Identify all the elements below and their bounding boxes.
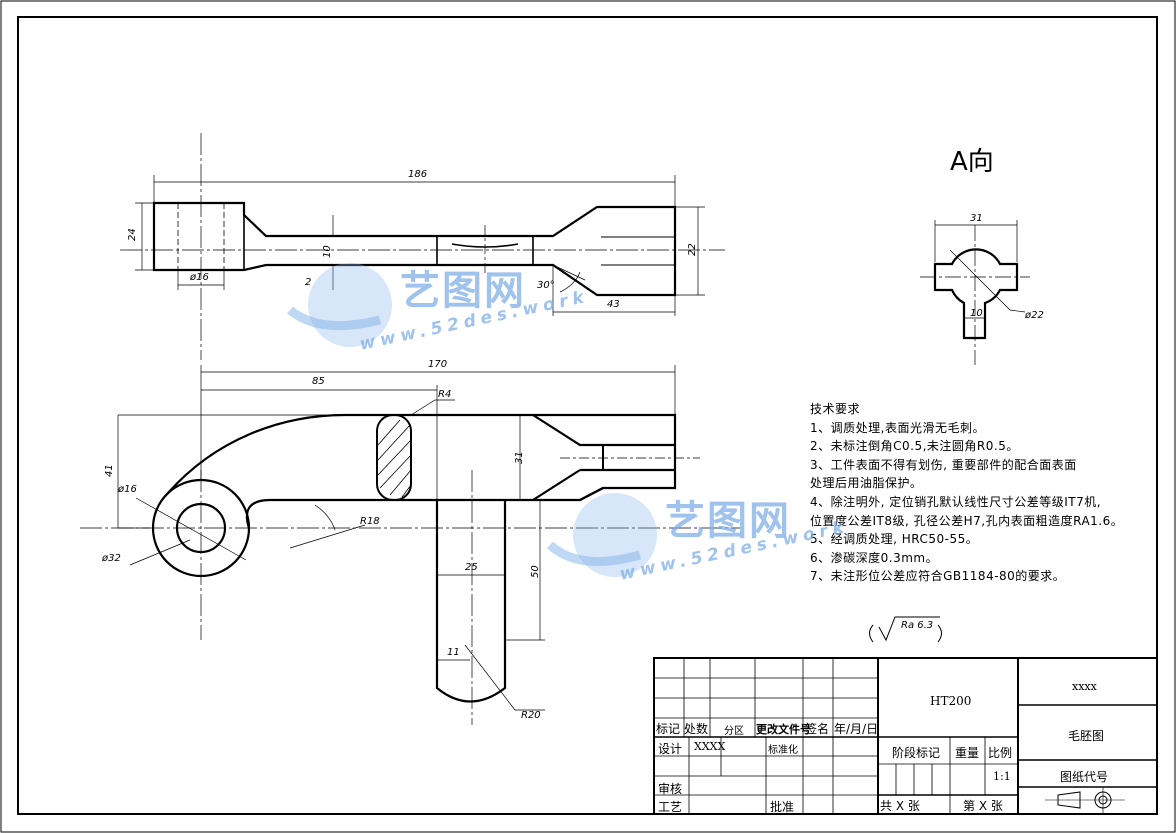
inner-frame — [17, 16, 1158, 815]
tb-material: HT200 — [930, 694, 972, 708]
top-view — [120, 133, 725, 360]
tb-scale: 比例 — [988, 746, 1013, 760]
tech-item: 2、未标注倒角C0.5,未注圆角R0.5。 — [810, 439, 1019, 454]
tb-approve: 批准 — [770, 800, 795, 814]
tech-requirements: 技术要求 1、调质处理,表面光滑无毛刺。 2、未标注倒角C0.5,未注圆角R0.… — [810, 400, 1170, 586]
tech-item: 处理后用油脂保护。 — [810, 476, 923, 491]
watermark-graphics — [287, 306, 642, 567]
dim-31: 31 — [514, 451, 525, 464]
watermark-title: 艺图网 — [665, 498, 791, 544]
tb-signature: 签名 — [805, 722, 830, 736]
tb-review: 审核 — [658, 782, 683, 796]
tb-designer: XXXX — [694, 740, 726, 753]
dim-d32: ø32 — [101, 553, 121, 564]
dim-11: 11 — [447, 647, 460, 658]
tb-count: 处数 — [684, 722, 709, 736]
dim-22: 22 — [687, 243, 698, 256]
dim-a-d22: ø22 — [1024, 310, 1044, 321]
tb-mark: 标记 — [656, 722, 681, 736]
dim-186: 186 — [408, 169, 427, 180]
dim-25: 25 — [465, 562, 478, 573]
tb-design: 设计 — [658, 742, 683, 756]
dim-2: 2 — [305, 277, 311, 288]
watermark-title: 艺图网 — [400, 268, 526, 314]
tech-item: 位置度公差IT8级, 孔径公差H7,孔内表面粗造度RA1.6。 — [810, 513, 1124, 528]
tb-company: xxxx — [1072, 680, 1097, 693]
roughness-value: Ra 6.3 — [901, 620, 933, 631]
tb-process: 工艺 — [658, 800, 683, 814]
tech-item: 4、除注明外, 定位销孔默认线性尺寸公差等级IT7机, — [810, 494, 1102, 509]
dim-43: 43 — [607, 299, 620, 310]
tech-heading: 技术要求 — [810, 402, 861, 416]
dim-85: 85 — [312, 376, 325, 387]
dim-170: 170 — [428, 359, 447, 370]
tech-item: 3、工件表面不得有划伤, 重要部件的配合面表面 — [810, 457, 1077, 472]
dim-30deg: 30° — [537, 280, 555, 291]
dim-10: 10 — [322, 245, 333, 258]
tech-item: 7、未注形位公差应符合GB1184-80的要求。 — [810, 569, 1066, 584]
tech-item: 1、调质处理,表面光滑无毛刺。 — [810, 420, 985, 435]
tb-total-sheets: 共 X 张 — [880, 799, 920, 813]
tb-weight: 重量 — [955, 746, 980, 760]
tech-item: 6、渗碳深度0.3mm。 — [810, 550, 939, 565]
tb-scale-value: 1:1 — [993, 770, 1011, 783]
dim-50: 50 — [530, 565, 541, 578]
dim-r18: R18 — [360, 516, 380, 527]
dim-a-10: 10 — [970, 308, 983, 319]
tech-item: 5、经调质处理, HRC50-55。 — [810, 532, 979, 547]
dim-d16-top: ø16 — [189, 272, 209, 283]
dim-a-31: 31 — [970, 213, 983, 224]
dim-41: 41 — [104, 464, 115, 477]
roughness-symbol — [869, 616, 942, 643]
view-a-title: A向 — [950, 147, 994, 177]
tb-drawing-name: 毛胚图 — [1068, 729, 1105, 743]
title-block-grid — [653, 657, 1158, 815]
tb-standardize: 标准化 — [768, 745, 798, 756]
dim-r20: R20 — [521, 710, 541, 721]
watermark-globe — [308, 263, 657, 577]
tb-drawing-code: 图纸代号 — [1060, 770, 1109, 784]
tb-sheet-no: 第 X 张 — [963, 799, 1003, 813]
dim-r4: R4 — [438, 389, 451, 400]
dim-d16-front: ø16 — [117, 484, 137, 495]
a-view — [920, 220, 1030, 365]
tb-date: 年/月/日 — [834, 722, 879, 736]
tb-stage-mark: 阶段标记 — [892, 746, 941, 760]
dim-24: 24 — [127, 228, 138, 241]
tb-zone: 分区 — [724, 726, 744, 737]
front-view — [80, 365, 740, 725]
tb-change-doc: 更改文件号 — [756, 723, 811, 736]
